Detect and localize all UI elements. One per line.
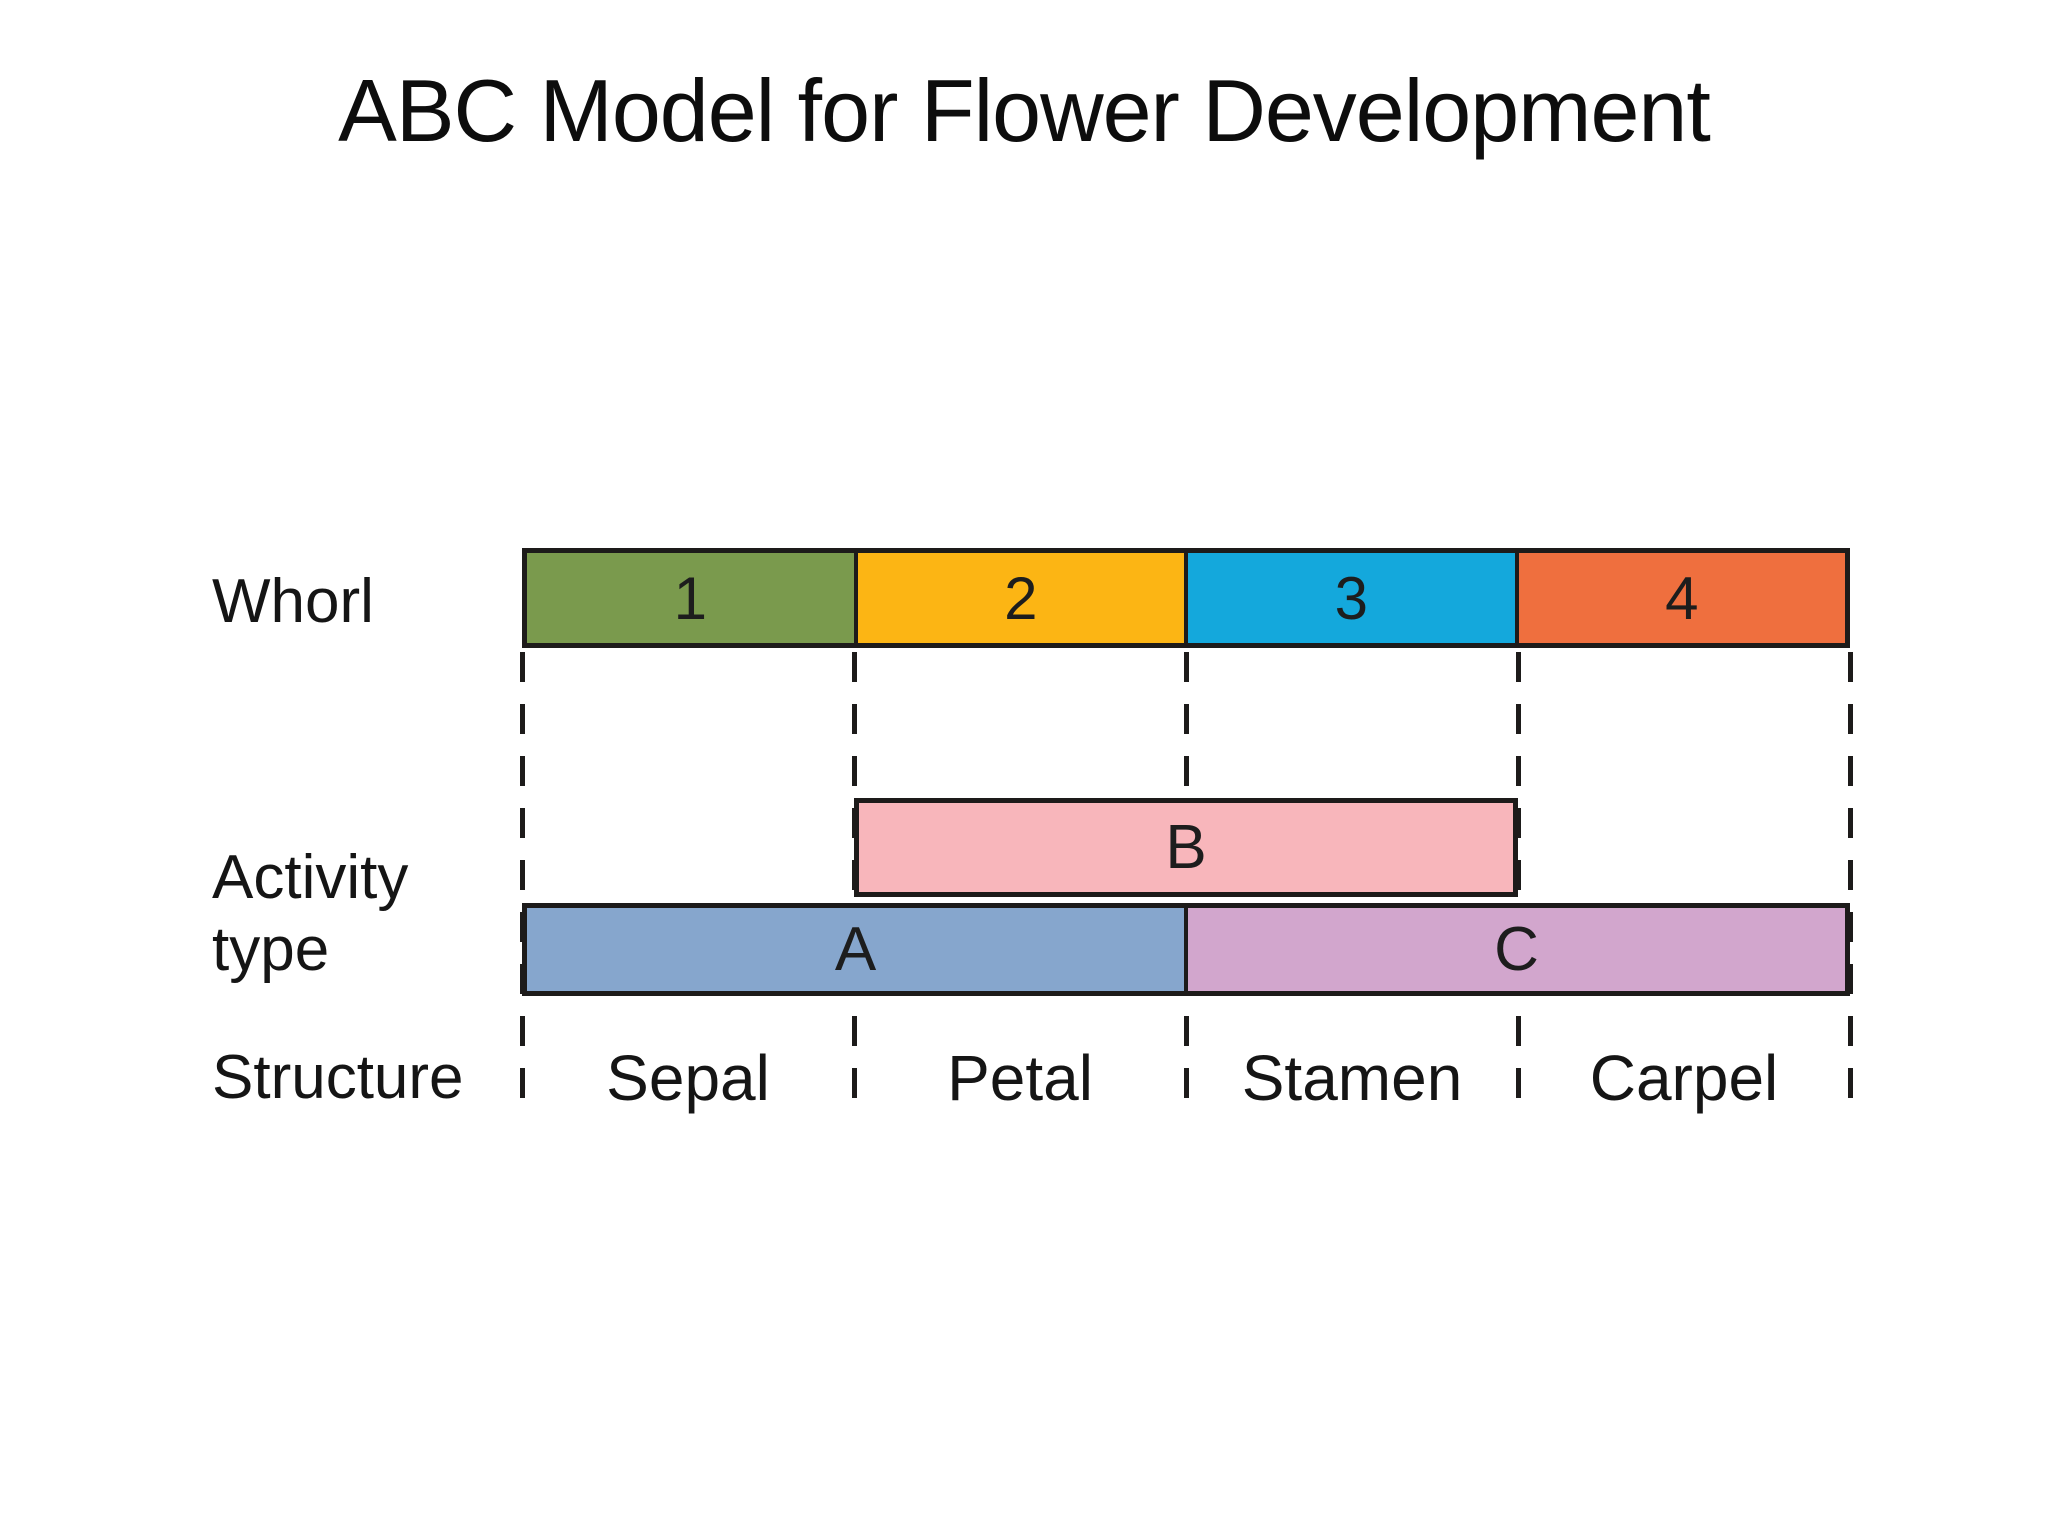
page-title: ABC Model for Flower Development: [338, 61, 1711, 160]
activity-row-label: Activity type: [212, 842, 408, 986]
structure-row-label: Structure: [212, 1043, 464, 1112]
activity-bar-c-label: C: [1494, 915, 1539, 984]
whorl-cell-1-number: 1: [673, 564, 707, 632]
whorl-boundary-dashed-line-1: [520, 652, 525, 1105]
structure-item-stamen: Stamen: [1241, 1042, 1463, 1114]
whorl-boundary-dashed-line-5: [1848, 652, 1853, 1105]
activity-bar-c: C: [1184, 908, 1845, 991]
whorl-cell-2: 2: [853, 553, 1184, 643]
structure-item-petal: Petal: [947, 1042, 1093, 1114]
whorl-cell-3: 3: [1184, 553, 1515, 643]
whorl-boundary-dashed-line-4: [1516, 652, 1521, 1105]
structure-row: Sepal Petal Stamen Carpel: [522, 1042, 1850, 1114]
structure-item-carpel: Carpel: [1589, 1042, 1779, 1114]
whorl-bar: 1 2 3 4: [522, 548, 1850, 648]
activity-row-label-line1: Activity: [212, 843, 409, 912]
activity-bar-ac: A C: [522, 903, 1850, 996]
whorl-cell-2-number: 2: [1004, 564, 1038, 632]
whorl-cell-1: 1: [527, 553, 854, 643]
structure-item-sepal: Sepal: [606, 1042, 770, 1114]
activity-bar-a-label: A: [834, 915, 877, 984]
activity-bar-a: A: [527, 908, 1184, 991]
activity-row-label-line2: type: [212, 915, 330, 984]
whorl-cell-4-number: 4: [1665, 564, 1699, 632]
whorl-row-label: Whorl: [212, 567, 374, 636]
whorl-cell-3-number: 3: [1334, 564, 1368, 632]
activity-bar-b: B: [854, 798, 1518, 897]
activity-bar-b-label: B: [1165, 813, 1207, 882]
whorl-cell-4: 4: [1514, 553, 1845, 643]
